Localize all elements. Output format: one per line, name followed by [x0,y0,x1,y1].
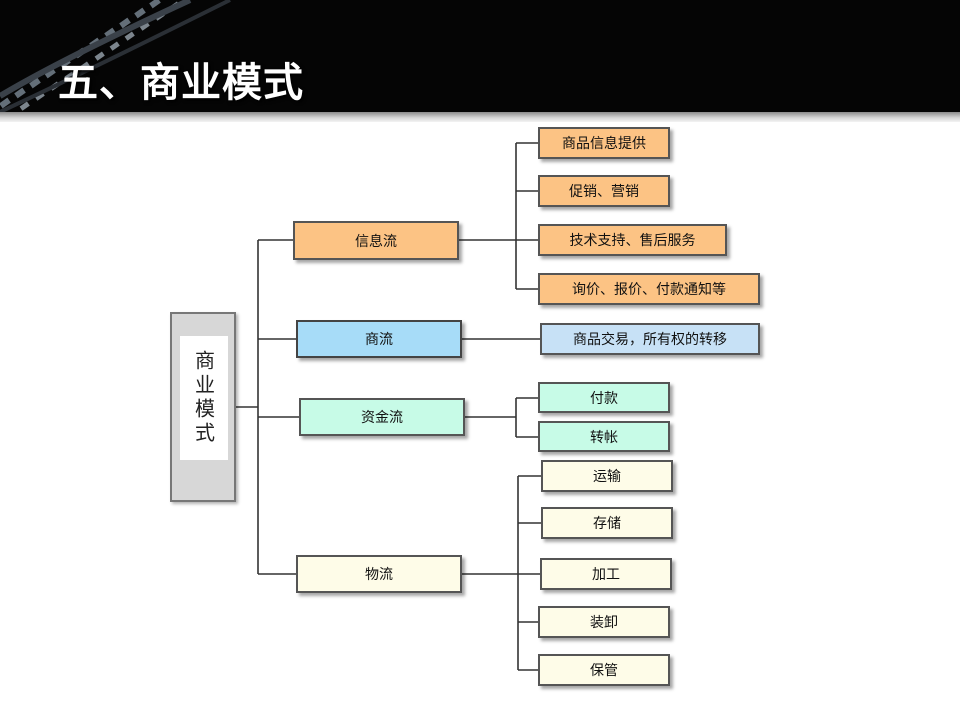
root-node: 商业模式 [170,312,236,502]
title-bar: 五、商业模式 [0,0,960,112]
header-divider [0,112,960,122]
node-commerce-flow: 商流 [296,320,462,358]
node-info-flow: 信息流 [293,221,459,260]
root-label: 商业模式 [191,350,216,446]
node-product-info: 商品信息提供 [538,127,670,159]
node-logistics-flow: 物流 [296,555,462,593]
node-processing: 加工 [540,558,672,590]
root-label-box: 商业模式 [180,336,228,460]
node-tech-support: 技术支持、售后服务 [538,224,727,256]
node-promotion-marketing: 促销、营销 [538,175,670,207]
node-trade-ownership: 商品交易，所有权的转移 [540,323,760,355]
node-custody: 保管 [538,654,670,686]
node-storage: 存储 [541,507,673,539]
node-capital-flow: 资金流 [299,398,465,436]
page-title: 五、商业模式 [58,60,304,106]
node-transport: 运输 [541,460,673,492]
node-payment: 付款 [538,382,670,413]
node-transfer: 转帐 [538,421,670,452]
node-inquiry-quote: 询价、报价、付款通知等 [538,273,760,305]
zipper-decoration [0,0,231,112]
node-loading: 装卸 [538,606,670,638]
